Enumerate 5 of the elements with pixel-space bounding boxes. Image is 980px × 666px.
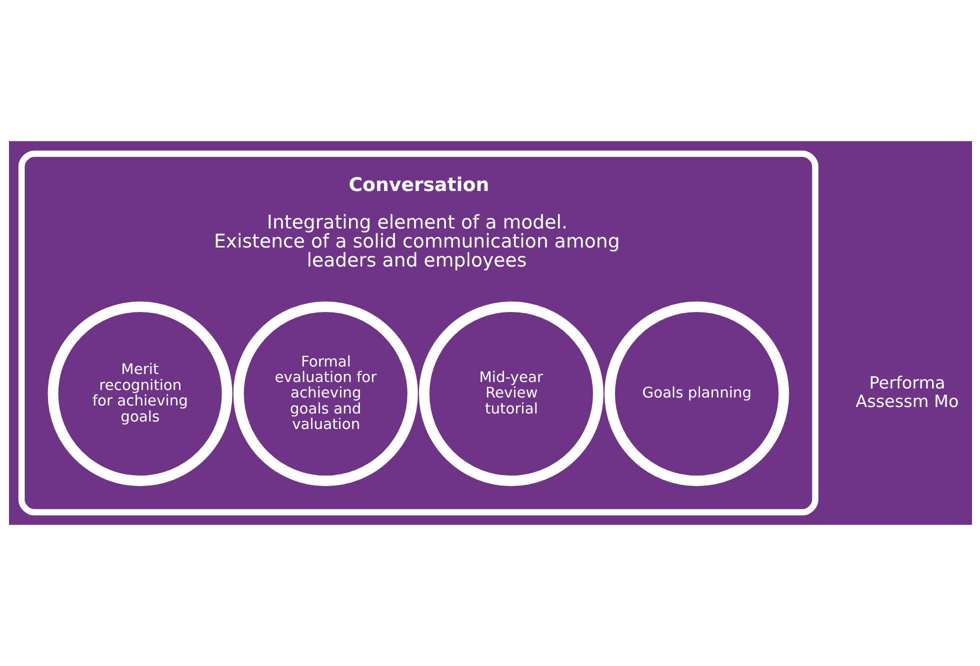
label: Performa Assessm Mo [855,372,958,412]
node-circle: Formal evaluation for achieving goals and valuation [232,302,418,486]
node-circle: Goals planning [604,302,789,486]
node-circle: Mid-year Review tutorial [418,302,603,486]
node-circle: Merit recognition for achieving goals [47,302,232,486]
